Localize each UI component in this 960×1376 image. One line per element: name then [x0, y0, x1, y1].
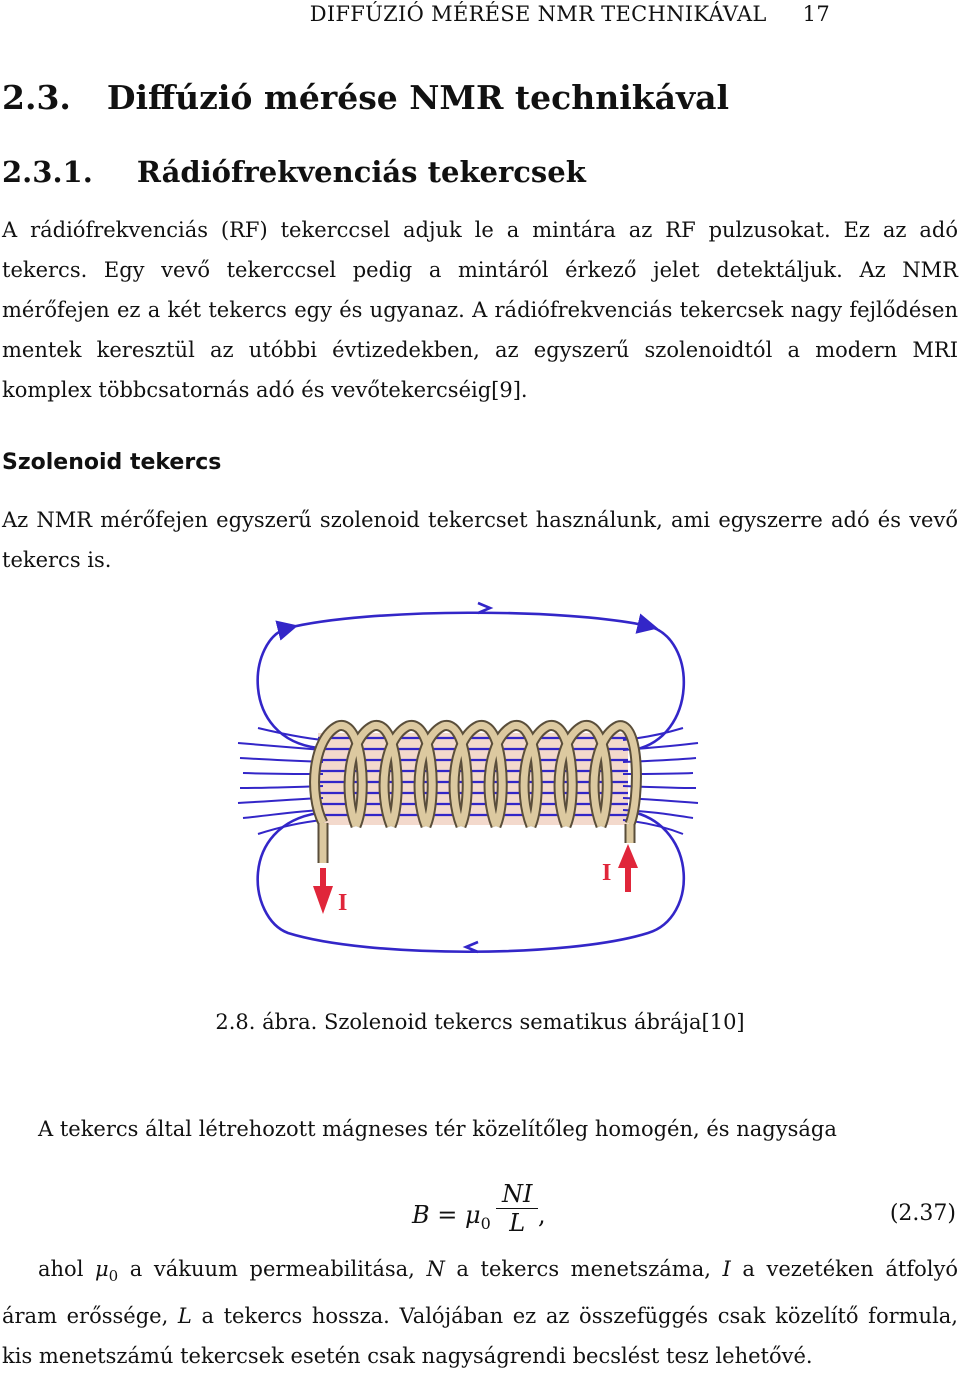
section-title: Diffúzió mérése NMR technikával [106, 78, 730, 117]
current-arrows [313, 844, 638, 914]
solenoid-figure: I I [228, 598, 708, 998]
page-number: 17 [802, 2, 830, 26]
p4-n: N [426, 1257, 445, 1281]
figure-caption: 2.8. ábra. Szolenoid tekercs sematikus á… [215, 1010, 745, 1034]
running-header: DIFFÚZIÓ MÉRÉSE NMR TECHNIKÁVAL 17 [0, 2, 830, 26]
section-heading: 2.3. Diffúzió mérése NMR technikával [2, 78, 729, 117]
p4-t1: a vákuum permeabilitása, [118, 1257, 427, 1281]
eq-numerator: NI [496, 1180, 539, 1209]
paragraph-field-intro: A tekercs által létrehozott mágneses tér… [38, 1117, 837, 1141]
current-label-left: I [338, 890, 347, 916]
p4-t3: a vezetéken átfolyó áram erőssége, [2, 1257, 958, 1329]
lead-wires [317, 823, 636, 863]
running-title: DIFFÚZIÓ MÉRÉSE NMR TECHNIKÁVAL [309, 2, 767, 26]
coil-turns [309, 720, 642, 829]
p4-mu-sub: 0 [108, 1267, 119, 1286]
eq-mu: μ [465, 1201, 481, 1229]
current-label-right: I [602, 860, 611, 886]
outer-field-loops [256, 601, 686, 954]
eq-comma: , [538, 1201, 546, 1229]
paragraph-rf-coils: A rádiófrekvenciás (RF) tekerccsel adjuk… [2, 218, 958, 402]
equation-number: (2.37) [889, 1201, 956, 1226]
equation-lhs: B = μ0 [412, 1201, 491, 1233]
eq-denominator: L [509, 1209, 526, 1237]
eq-equals: = [437, 1201, 458, 1229]
subsection-title: Rádiófrekvenciás tekercsek [136, 155, 586, 189]
section-number: 2.3. [2, 78, 71, 117]
subsection-number: 2.3.1. [2, 155, 93, 189]
p4-mu: μ [95, 1257, 109, 1281]
p4-i: I [722, 1257, 731, 1281]
subsection-heading: 2.3.1. Rádiófrekvenciás tekercsek [2, 155, 586, 189]
p4-start: ahol [38, 1257, 84, 1281]
p4-l: L [177, 1304, 192, 1329]
solenoid-diagram: I I [237, 601, 699, 954]
paragraph-variables: ahol μ0 a vákuum permeabilitása, N a tek… [2, 1249, 958, 1376]
p4-t2: a tekercs menetszáma, [444, 1257, 723, 1281]
eq-mu-sub: 0 [480, 1213, 491, 1233]
eq-b: B [412, 1201, 430, 1229]
paragraph-solenoid: Az NMR mérőfejen egyszerű szolenoid teke… [2, 508, 958, 572]
paragraph-heading-solenoid: Szolenoid tekercs [2, 450, 222, 475]
